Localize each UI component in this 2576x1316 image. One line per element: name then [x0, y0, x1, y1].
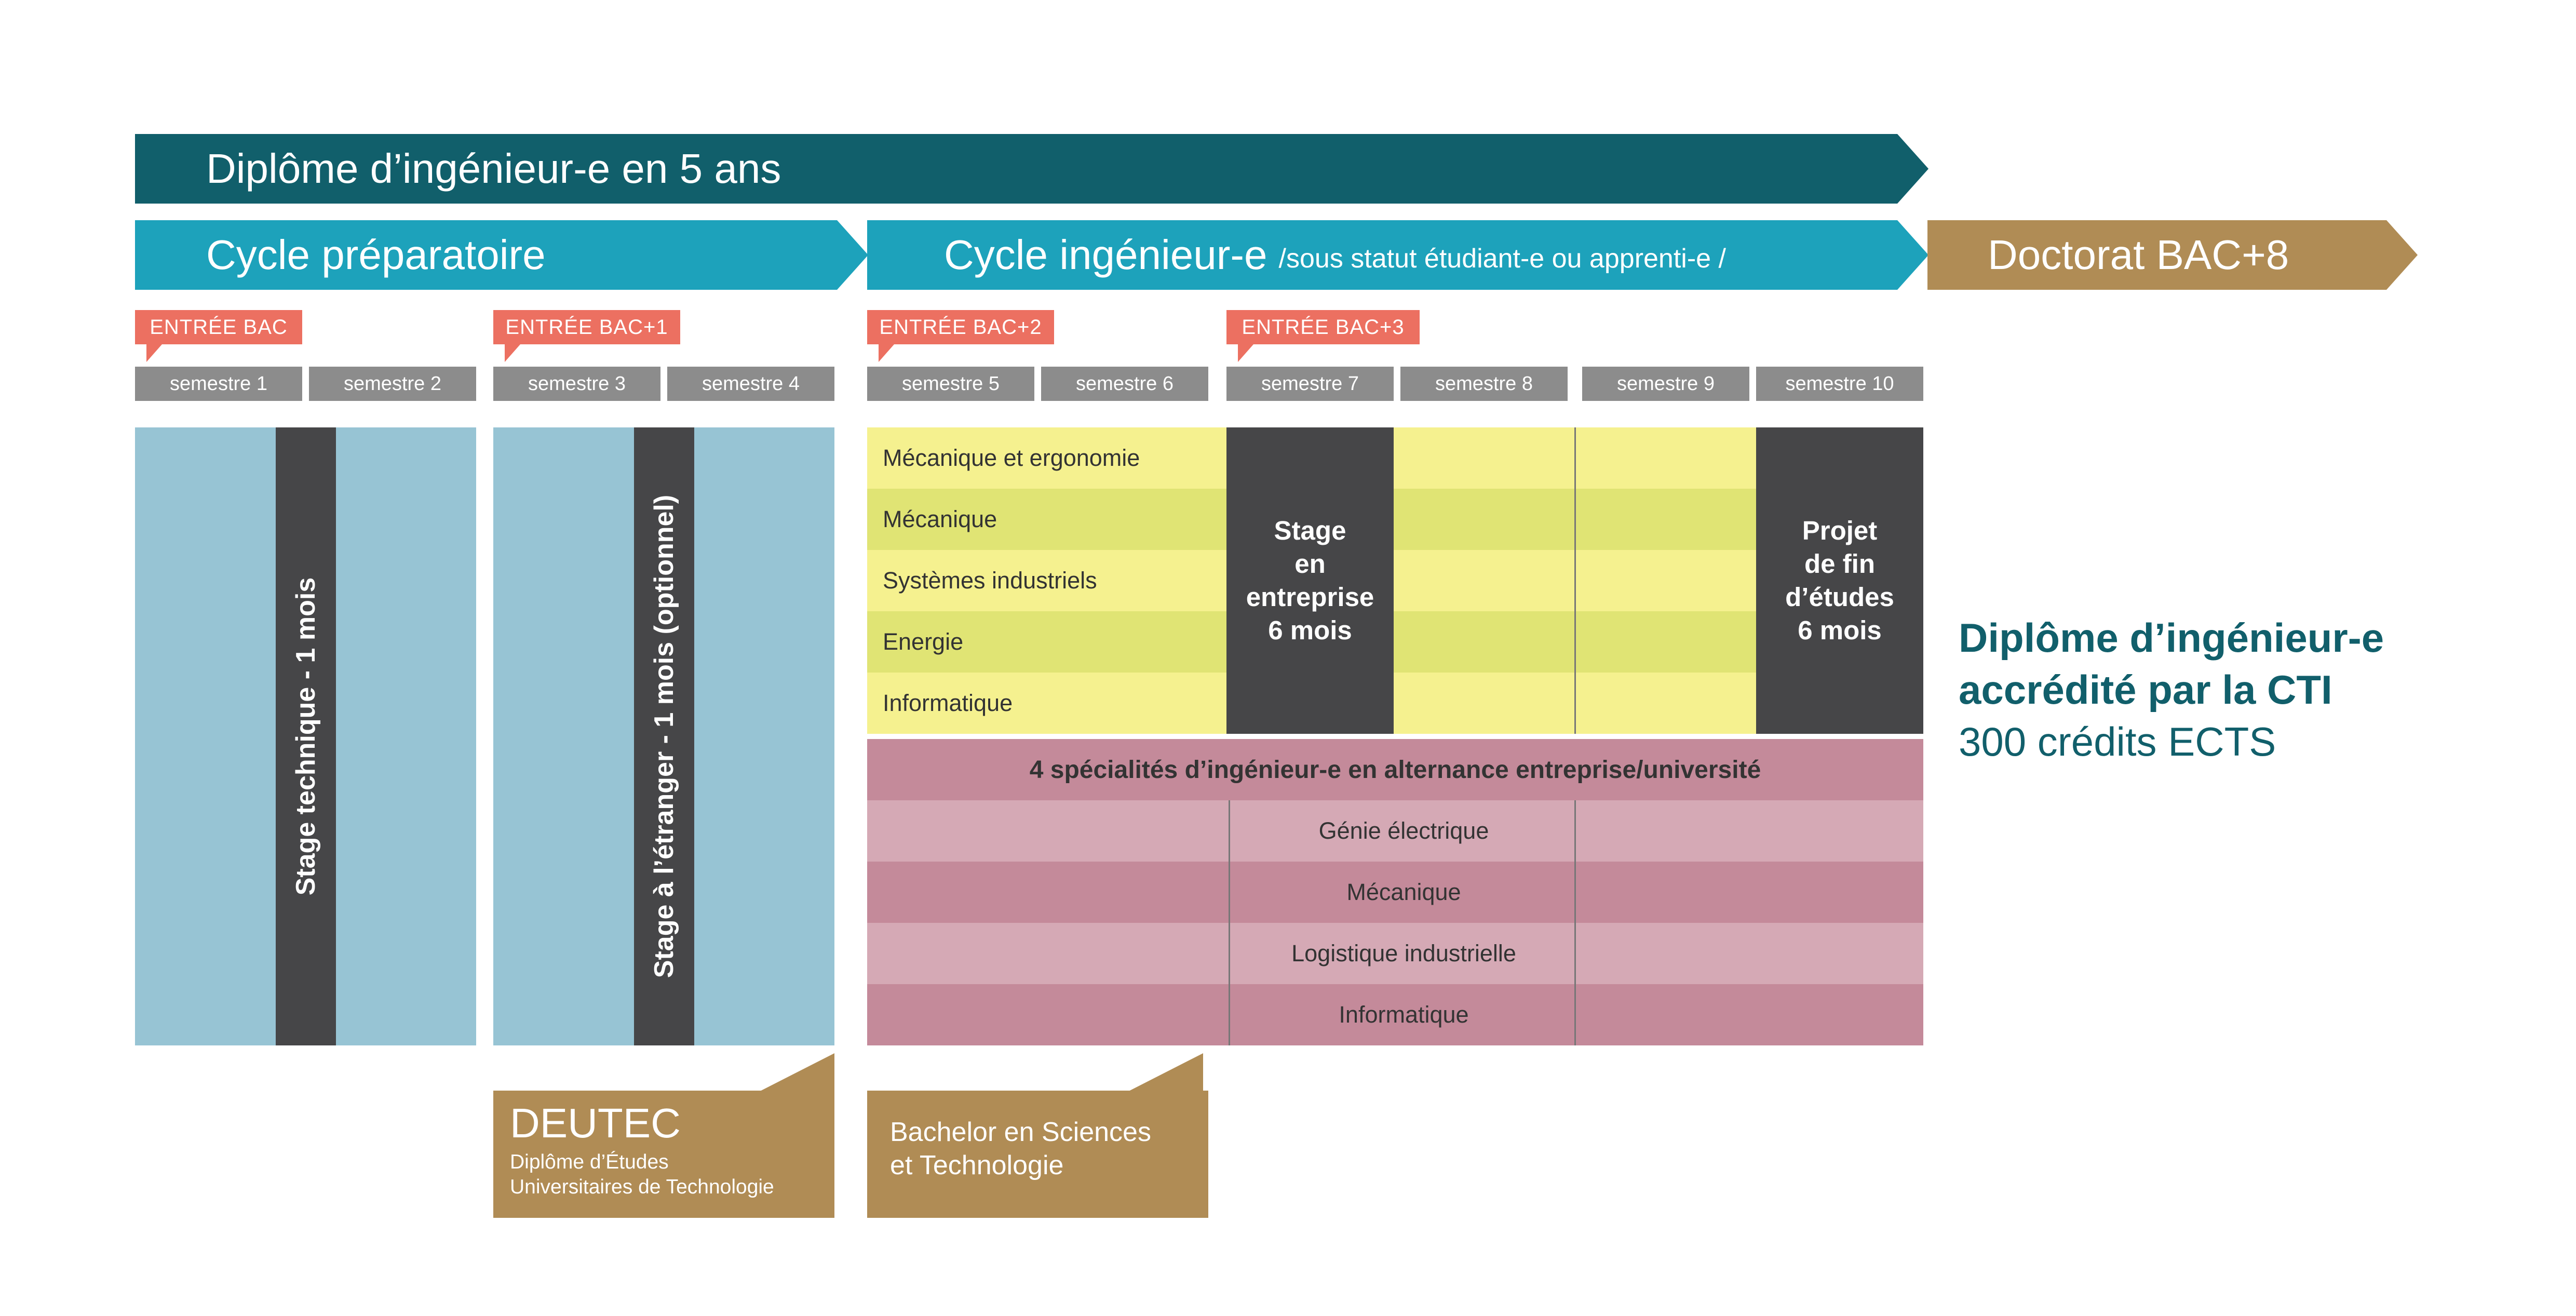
- semester-label: semestre 3: [528, 372, 626, 395]
- stage-entreprise-line: 6 mois: [1268, 615, 1352, 645]
- stage-entreprise-block: Stage en entreprise 6 mois: [1226, 427, 1394, 734]
- deutec-subtitle-1: Diplôme d’Études: [510, 1151, 669, 1173]
- alternance-row-3: [867, 923, 1923, 984]
- deutec-callout: DEUTEC Diplôme d’Études Universitaires d…: [493, 1091, 834, 1218]
- projet-fin-line: de fin: [1804, 549, 1875, 579]
- cycle-ingenieur-arrow: Cycle ingénieur-e /sous statut étudiant-…: [867, 220, 1928, 290]
- stage-etranger-bar: [634, 427, 694, 1045]
- alternance-item: Informatique: [1339, 1001, 1469, 1028]
- semester-4: semestre 4: [667, 367, 834, 401]
- semester-label: semestre 4: [702, 372, 800, 395]
- bachelor-callout-pointer: [1122, 1053, 1203, 1095]
- cycle-preparatoire-arrow: Cycle préparatoire: [135, 220, 868, 290]
- doctorat-arrow: Doctorat BAC+8: [1927, 220, 2418, 290]
- speciality-label: Mécanique et ergonomie: [883, 445, 1140, 471]
- projet-fin-etudes-block: Projet de fin d’études 6 mois: [1756, 427, 1923, 734]
- alternance-header: [867, 739, 1923, 800]
- alternance-row-2: [867, 862, 1923, 923]
- entry-tag-label: ENTRÉE BAC+1: [505, 315, 668, 339]
- diploma-5-years-banner: Diplôme d’ingénieur-e en 5 ans: [135, 134, 1928, 204]
- speciality-label: Systèmes industriels: [883, 567, 1097, 594]
- deutec-subtitle-2: Universitaires de Technologie: [510, 1176, 774, 1198]
- semester-10: semestre 10: [1756, 367, 1923, 401]
- speciality-row-1: [867, 427, 1923, 489]
- accreditation-line-2: accrédité par la CTI: [1959, 667, 2332, 713]
- semester-label: semestre 2: [344, 372, 441, 395]
- semester-label: semestre 10: [1785, 372, 1894, 395]
- semester-3: semestre 3: [493, 367, 660, 401]
- semester-label: semestre 6: [1076, 372, 1174, 395]
- speciality-row-5: [867, 673, 1923, 734]
- alternance-title: 4 spécialités d’ingénieur-e en alternanc…: [1029, 756, 1761, 784]
- entry-tag-bac: ENTRÉE BAC: [135, 310, 302, 362]
- speciality-label: Energie: [883, 628, 964, 655]
- semester-label: semestre 1: [170, 372, 267, 395]
- stage-entreprise-line: entreprise: [1246, 582, 1374, 612]
- semester-8: semestre 8: [1400, 367, 1568, 401]
- entry-tag-bac3: ENTRÉE BAC+3: [1226, 310, 1420, 362]
- accreditation-line-1: Diplôme d’ingénieur-e: [1959, 615, 2384, 661]
- accreditation-text: Diplôme d’ingénieur-e accrédité par la C…: [1959, 612, 2530, 768]
- projet-fin-line: Projet: [1802, 516, 1878, 545]
- deutec-title: DEUTEC: [510, 1100, 681, 1146]
- semester-1: semestre 1: [135, 367, 302, 401]
- speciality-label: Informatique: [883, 690, 1013, 716]
- entry-tag-bac1: ENTRÉE BAC+1: [493, 310, 680, 362]
- entry-tag-label: ENTRÉE BAC+2: [879, 315, 1042, 339]
- stage-etranger-label: Stage à l’étranger - 1 mois (optionnel): [649, 494, 679, 978]
- semester-label: semestre 5: [902, 372, 1000, 395]
- cycle-ingenieur-sublabel: /sous statut étudiant-e ou apprenti-e /: [1278, 244, 1726, 274]
- projet-fin-line: d’études: [1785, 582, 1894, 612]
- alternance-item: Génie électrique: [1318, 817, 1489, 844]
- speciality-row-2: [867, 489, 1923, 550]
- cycle-ingenieur-label: Cycle ingénieur-e: [944, 232, 1267, 278]
- stage-entreprise-line: Stage: [1274, 516, 1346, 545]
- speciality-row-3: [867, 550, 1923, 611]
- stage-technique-label: Stage technique - 1 mois: [291, 577, 321, 896]
- banner-title: Diplôme d’ingénieur-e en 5 ans: [206, 145, 781, 192]
- bachelor-line-2: et Technologie: [890, 1150, 1064, 1180]
- semester-6: semestre 6: [1041, 367, 1208, 401]
- bachelor-callout: Bachelor en Sciences et Technologie: [867, 1091, 1208, 1218]
- alternance-divider-left: [1229, 800, 1230, 1045]
- stage-entreprise-line: en: [1294, 549, 1326, 579]
- entry-tag-label: ENTRÉE BAC+3: [1242, 315, 1405, 339]
- semester-9: semestre 9: [1582, 367, 1749, 401]
- doctorat-label: Doctorat BAC+8: [1988, 232, 2289, 278]
- stage-technique-bar: [276, 427, 336, 1045]
- semester-label: semestre 8: [1435, 372, 1533, 395]
- accreditation-line-3: 300 crédits ECTS: [1959, 719, 2276, 764]
- alternance-row-4: [867, 984, 1923, 1045]
- entry-tag-label: ENTRÉE BAC: [150, 315, 288, 339]
- speciality-label: Mécanique: [883, 506, 997, 532]
- deutec-callout-pointer: [753, 1053, 834, 1095]
- projet-fin-line: 6 mois: [1798, 615, 1882, 645]
- speciality-row-4: [867, 611, 1923, 673]
- alternance-row-1: [867, 800, 1923, 862]
- semester-5: semestre 5: [867, 367, 1034, 401]
- bachelor-line-1: Bachelor en Sciences: [890, 1117, 1151, 1147]
- semester-label: semestre 9: [1617, 372, 1715, 395]
- speciality-divider: [1574, 427, 1576, 734]
- semester-7: semestre 7: [1226, 367, 1394, 401]
- cycle-preparatoire-label: Cycle préparatoire: [206, 232, 546, 278]
- semester-label: semestre 7: [1261, 372, 1359, 395]
- entry-tag-bac2: ENTRÉE BAC+2: [867, 310, 1054, 362]
- alternance-divider-right: [1574, 800, 1576, 1045]
- alternance-item: Logistique industrielle: [1291, 940, 1516, 966]
- alternance-item: Mécanique: [1346, 879, 1461, 905]
- semester-2: semestre 2: [309, 367, 476, 401]
